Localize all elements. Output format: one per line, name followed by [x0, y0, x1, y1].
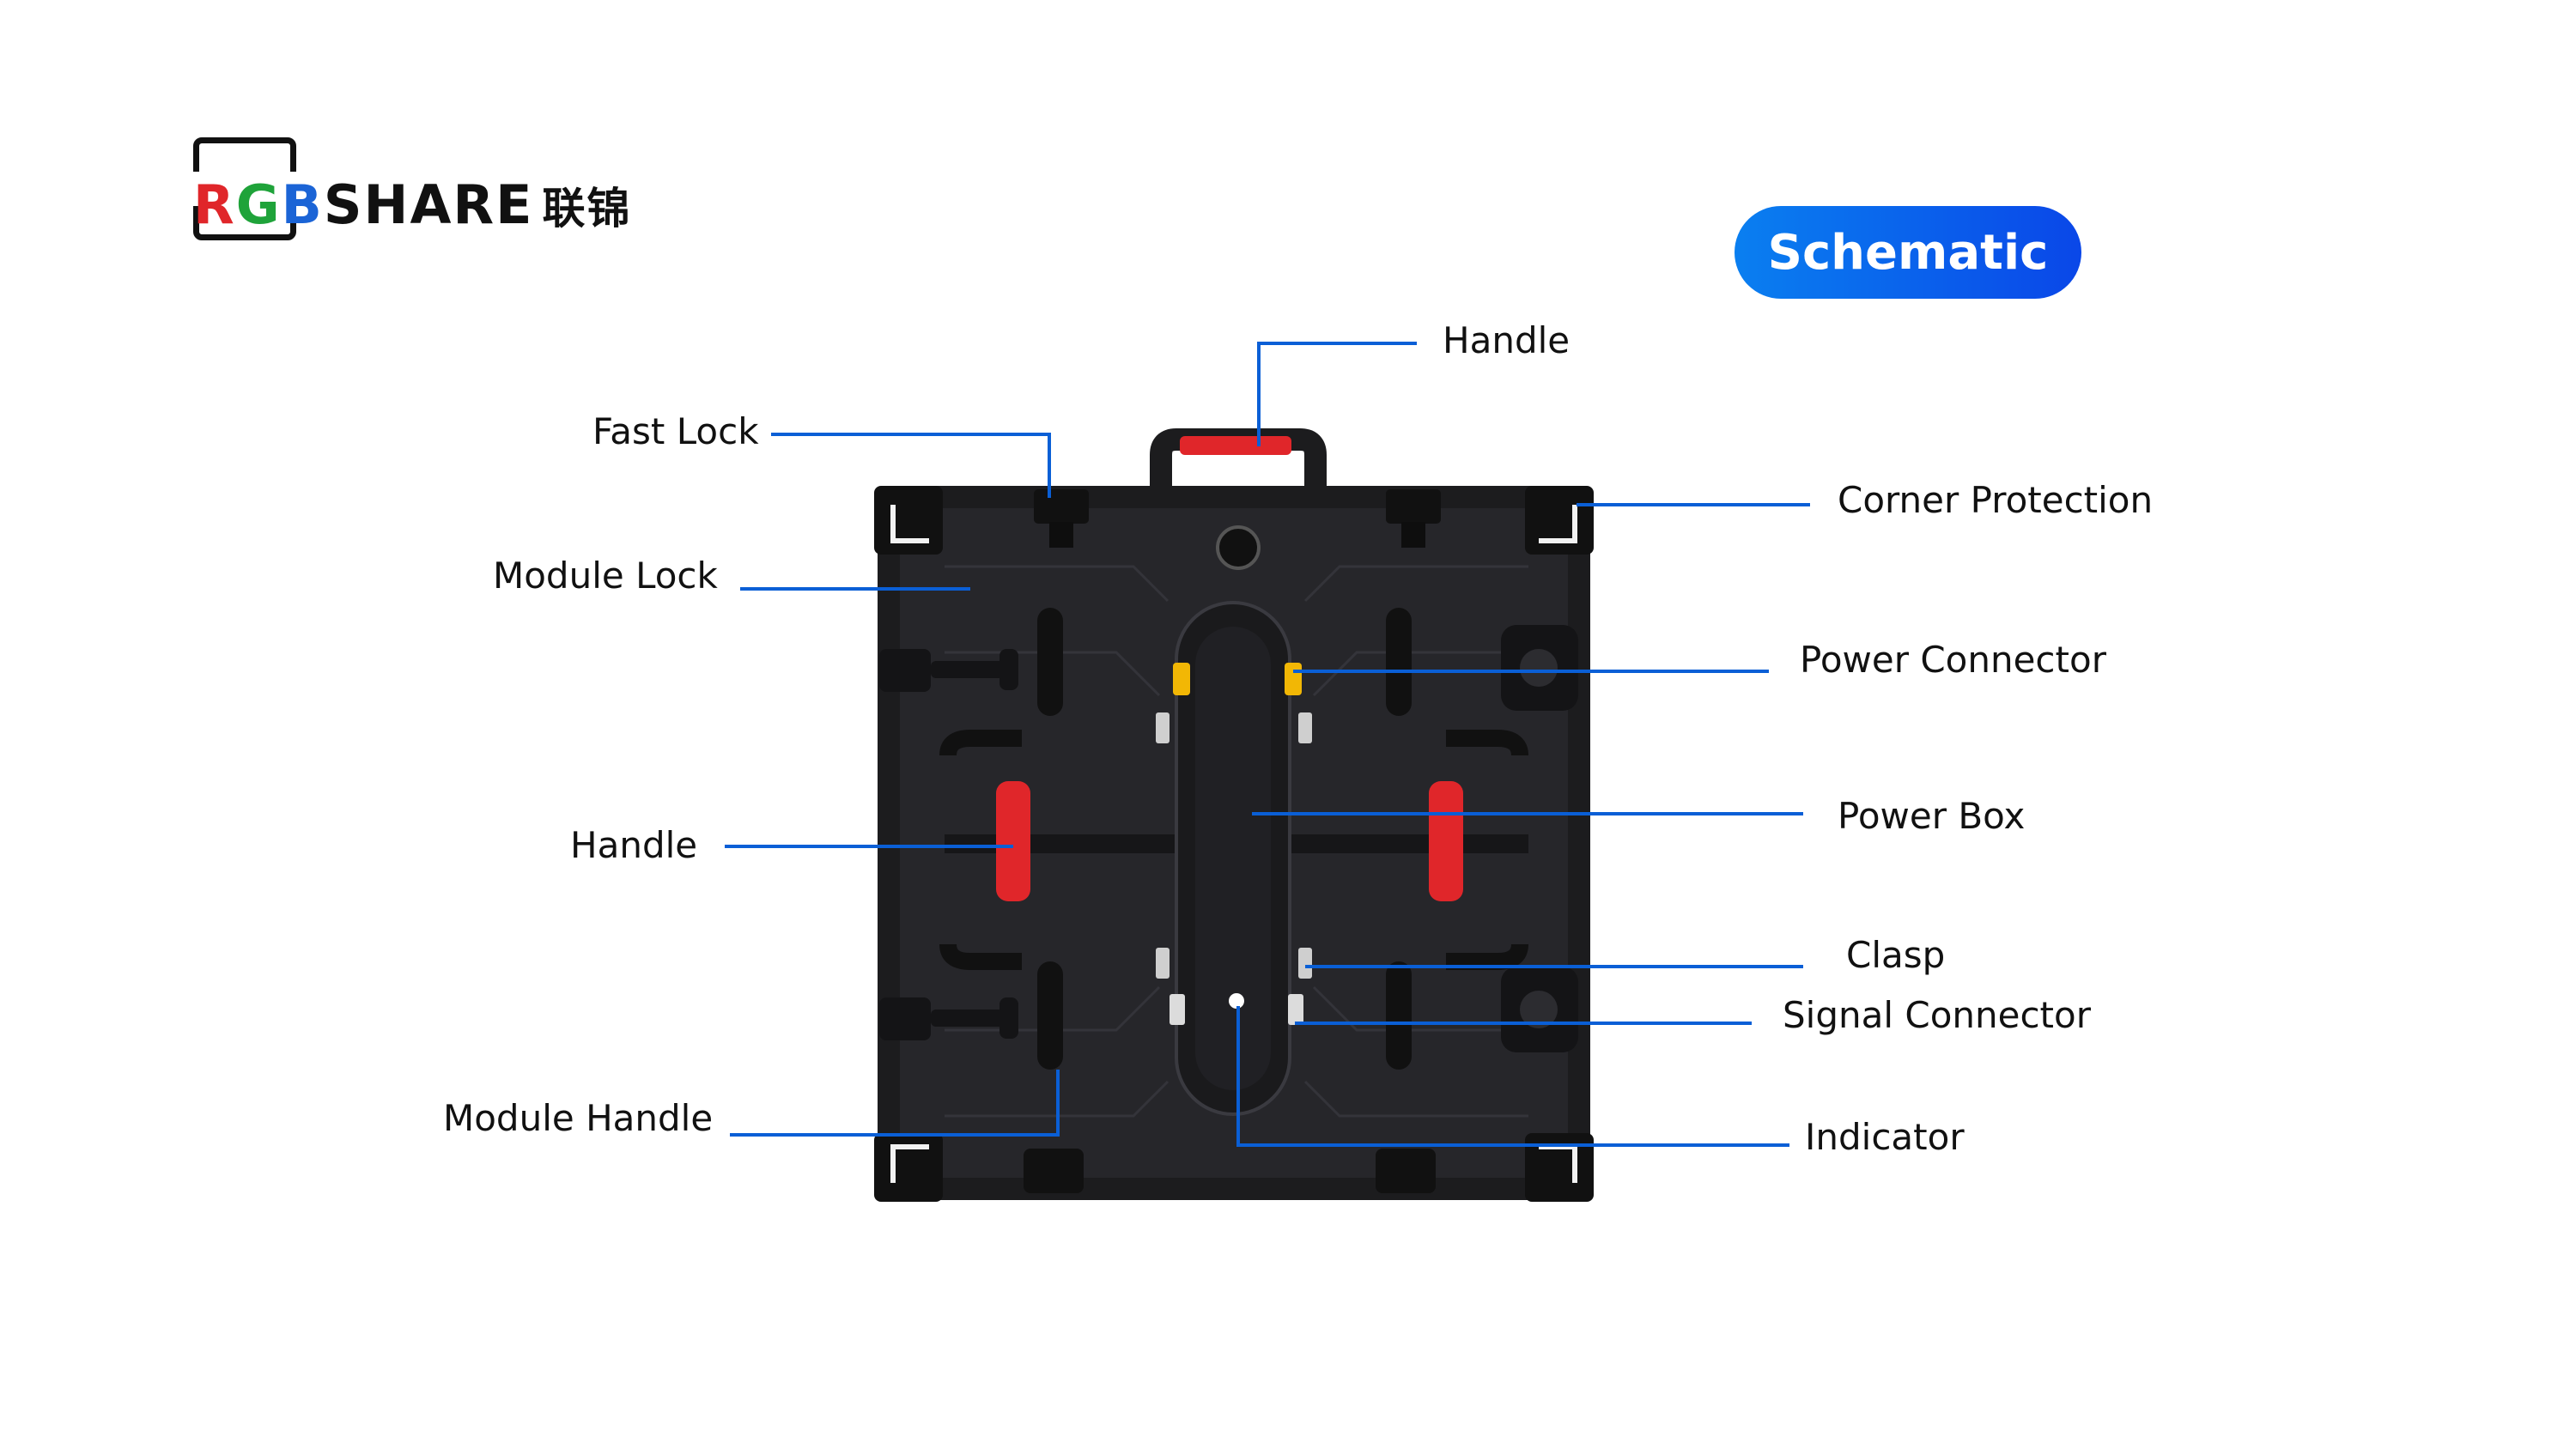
schematic-badge: Schematic [1735, 206, 2081, 299]
power-box-icon [1175, 601, 1291, 1116]
label-power-connector: Power Connector [1800, 639, 2106, 681]
leader-line-indicator [1236, 1006, 1789, 1147]
label-signal-connector: Signal Connector [1783, 994, 2091, 1036]
indicator-icon [1229, 993, 1244, 1009]
top-handle-icon [1150, 428, 1327, 570]
label-module-lock: Module Lock [493, 555, 718, 597]
module-lock-icon [879, 649, 1018, 1040]
module-handle-icon [1037, 608, 1412, 1070]
cabinet-feet [1024, 1149, 1436, 1193]
label-indicator: Indicator [1805, 1116, 1965, 1158]
logo-letter-r: R [193, 173, 236, 236]
logo-share: SHARE [323, 173, 534, 236]
leader-lines [725, 342, 1810, 1147]
label-handle-left: Handle [570, 824, 698, 866]
side-handle-icon [939, 730, 1528, 970]
logo-chinese: 联锦 [542, 184, 632, 233]
label-corner-protection: Corner Protection [1838, 479, 2154, 521]
label-fast-lock: Fast Lock [592, 410, 759, 452]
clasp-icon [1156, 712, 1312, 979]
logo-letter-g: G [235, 173, 282, 236]
fast-lock-icon [1034, 489, 1441, 548]
label-handle-top: Handle [1443, 319, 1571, 361]
label-power-box: Power Box [1838, 795, 2026, 837]
leader-line-module-handle [730, 1070, 1060, 1137]
logo-letter-b: B [281, 173, 324, 236]
signal-connector-icon [1170, 994, 1303, 1025]
leader-line-fast-lock [771, 433, 1051, 498]
label-module-handle: Module Handle [443, 1097, 714, 1139]
label-clasp: Clasp [1846, 934, 1946, 976]
side-connector-icon [1501, 625, 1578, 1052]
leader-line-handle-top [1257, 342, 1417, 446]
